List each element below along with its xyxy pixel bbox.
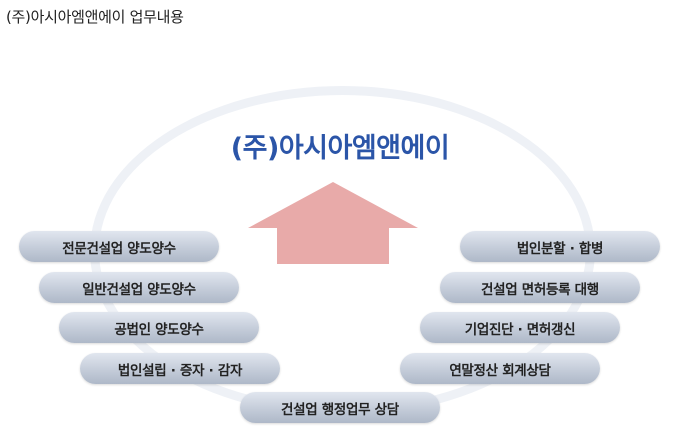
page-title: (주)아시아엠앤에이 업무내용 [6, 8, 184, 26]
service-item-right-1: 법인분할 · 합병 [460, 231, 660, 262]
service-item-right-3: 기업진단 · 면허갱신 [420, 312, 620, 343]
service-item-bottom: 건설업 행정업무 상담 [240, 392, 440, 423]
company-name: (주)아시아엠앤에이 [230, 133, 450, 164]
up-arrow-icon [248, 182, 418, 264]
service-item-left-2: 일반건설업 양도양수 [39, 272, 239, 303]
service-item-right-2: 건설업 면허등록 대행 [440, 272, 640, 303]
service-item-right-4: 연말정산 회계상담 [400, 353, 600, 384]
service-item-left-4: 법인설립 · 증자 · 감자 [80, 353, 280, 384]
service-item-left-1: 전문건설업 양도양수 [19, 231, 219, 262]
service-item-left-3: 공법인 양도양수 [59, 312, 259, 343]
